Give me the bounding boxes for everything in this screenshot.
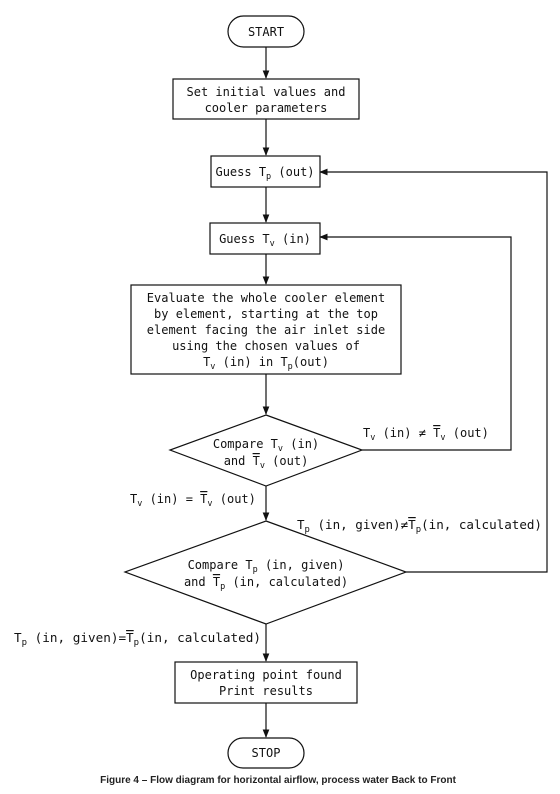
operating-line-2: Print results: [219, 684, 313, 698]
label-tp-not-equal: Tp (in, given)≠Tp(in, calculated): [297, 518, 542, 535]
label-tv-equal: Tv (in) = Tv (out): [130, 492, 256, 509]
operating-point-box: Operating point found Print results: [174, 661, 358, 704]
compare-tv-line-1: Compare Tv (in): [213, 437, 319, 454]
evaluate-line-5: Tv (in) in Tp(out): [203, 355, 329, 372]
compare-tv-decision: Compare Tv (in) and Tv (out): [168, 414, 364, 487]
evaluate-line-2: by element, starting at the top: [154, 307, 378, 321]
label-tv-not-equal: Tv (in) ≠ Tv (out): [363, 426, 489, 443]
guess-tp-label: Guess Tp (out): [215, 165, 314, 182]
compare-tp-line-1: Compare Tp (in, given): [188, 558, 345, 575]
start-label: START: [248, 25, 284, 39]
evaluate-line-3: element facing the air inlet side: [147, 323, 385, 337]
evaluate-process-box: Evaluate the whole cooler element by ele…: [130, 284, 402, 375]
start-terminal: START: [227, 15, 305, 48]
figure-caption: Figure 4 – Flow diagram for horizontal a…: [100, 775, 456, 786]
compare-tp-decision: Compare Tp (in, given) and Tp (in, calcu…: [123, 520, 408, 625]
label-tp-equal: Tp (in, given)=Tp(in, calculated): [14, 631, 261, 648]
compare-tp-line-2: and Tp (in, calculated): [184, 575, 348, 592]
init-process-box: Set initial values and cooler parameters: [172, 78, 360, 120]
guess-tv-label: Guess Tv (in): [219, 232, 311, 249]
operating-line-1: Operating point found: [190, 668, 342, 682]
stop-label: STOP: [252, 746, 281, 760]
evaluate-line-1: Evaluate the whole cooler element: [147, 291, 385, 305]
edge-loop-tv: [319, 233, 512, 451]
guess-tv-box: Guess Tv (in): [209, 222, 321, 255]
guess-tp-box: Guess Tp (out): [210, 155, 321, 188]
evaluate-line-4: using the chosen values of: [172, 339, 360, 353]
init-line-1: Set initial values and: [187, 85, 346, 99]
init-line-2: cooler parameters: [205, 101, 328, 115]
stop-terminal: STOP: [227, 737, 305, 769]
edge-loop-tp: [319, 168, 548, 573]
compare-tv-line-2: and Tv (out): [224, 454, 309, 471]
